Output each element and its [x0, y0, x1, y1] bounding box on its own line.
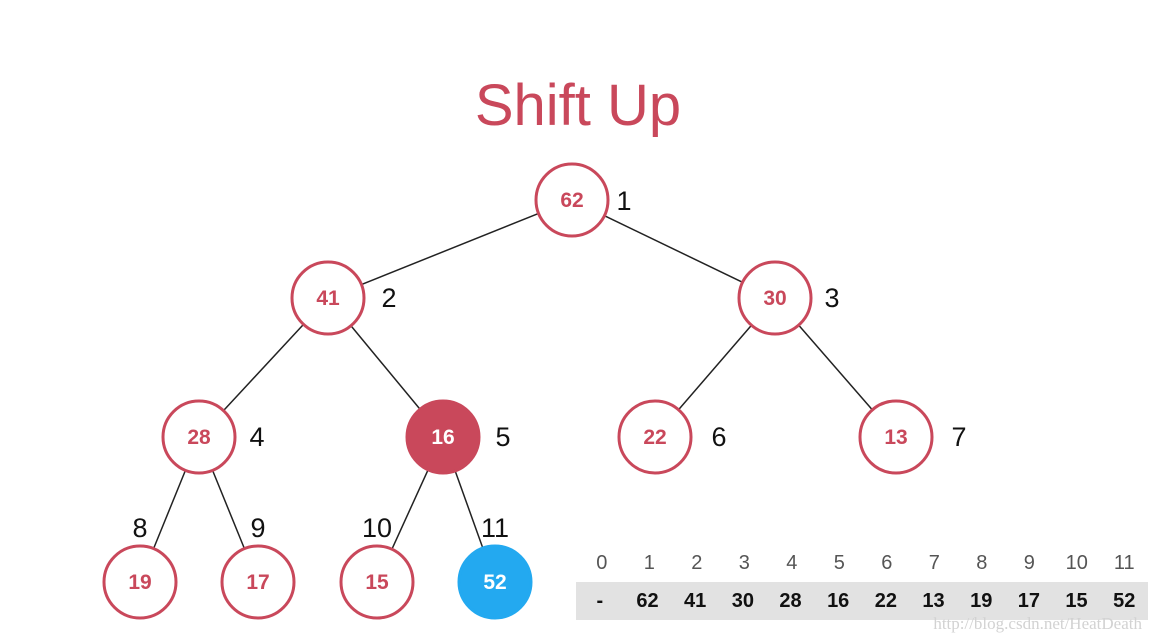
array-value: 15 — [1065, 589, 1088, 612]
array-index: 11 — [1113, 552, 1135, 574]
node-circle — [457, 544, 533, 620]
array-index: 0 — [596, 552, 608, 574]
watermark: http://blog.csdn.net/HeatDeath — [933, 614, 1142, 633]
tree-edge — [391, 469, 429, 550]
node-circle — [858, 399, 934, 475]
heap-node: 22 6 — [617, 399, 727, 475]
heap-node: 62 1 — [534, 162, 632, 238]
array-index: 10 — [1065, 552, 1088, 574]
array-index: 7 — [928, 552, 940, 574]
array-index: 8 — [976, 552, 988, 574]
tree-edge — [361, 212, 539, 286]
heap-node: 16 5 — [405, 399, 511, 475]
array-index: 2 — [691, 552, 703, 574]
node-index-label: 8 — [132, 513, 147, 543]
node-index-label: 9 — [250, 513, 265, 543]
node-circle — [617, 399, 693, 475]
array-index-row: 0 1 2 3 4 5 6 7 8 9 10 11 — [578, 552, 1148, 576]
array-value: 22 — [874, 589, 897, 612]
heap-node: 17 9 — [220, 513, 296, 620]
node-value: 30 — [763, 287, 786, 310]
node-circle — [339, 544, 415, 620]
array-value: 41 — [684, 589, 707, 612]
array-value-row: - 62 41 30 28 16 22 13 19 17 15 52 — [576, 582, 1148, 620]
node-value: 28 — [187, 426, 211, 449]
array-value: 13 — [922, 589, 945, 612]
tree-edge — [798, 324, 873, 411]
diagram-title: Shift Up — [474, 73, 682, 138]
heap-node: 13 7 — [858, 399, 967, 475]
node-index-label: 11 — [481, 513, 509, 543]
array-index: 3 — [738, 552, 750, 574]
node-index-label: 2 — [381, 283, 396, 313]
array-value: 52 — [1113, 589, 1136, 612]
heap-node: 52 11 — [457, 513, 533, 620]
tree-edge — [211, 470, 246, 549]
node-index-label: 7 — [951, 422, 966, 452]
heap-node: 41 2 — [290, 260, 397, 336]
node-circle — [737, 260, 813, 336]
node-circle — [290, 260, 366, 336]
node-value: 52 — [483, 571, 506, 594]
tree-edge — [677, 324, 753, 411]
node-value: 16 — [431, 426, 454, 449]
array-value: 19 — [970, 589, 993, 612]
tree-edge — [222, 323, 305, 412]
node-index-label: 5 — [495, 422, 510, 452]
node-value: 22 — [643, 426, 666, 449]
array-index: 6 — [881, 552, 893, 574]
node-index-label: 1 — [616, 186, 631, 216]
node-index-label: 3 — [824, 283, 839, 313]
array-index: 4 — [786, 552, 798, 574]
node-value: 17 — [246, 571, 269, 594]
node-circle — [405, 399, 481, 475]
node-circle — [220, 544, 296, 620]
tree-edge — [350, 325, 421, 410]
array-value: 28 — [779, 589, 802, 612]
array-value: - — [596, 589, 604, 612]
node-circle — [534, 162, 610, 238]
tree-edge — [454, 470, 484, 549]
tree-edge — [152, 470, 187, 549]
node-value: 13 — [884, 426, 907, 449]
array-value: 62 — [636, 589, 659, 612]
node-value: 41 — [316, 287, 340, 310]
array-value: 16 — [827, 589, 850, 612]
heap-node: 30 3 — [737, 260, 840, 336]
node-index-label: 6 — [711, 422, 726, 452]
array-index: 9 — [1023, 552, 1035, 574]
array-index: 1 — [643, 552, 655, 574]
heap-node: 28 4 — [161, 399, 265, 475]
node-value: 19 — [128, 571, 151, 594]
array-value: 30 — [731, 589, 754, 612]
tree-edge — [604, 214, 743, 284]
array-index: 5 — [833, 552, 845, 574]
heap-node: 19 8 — [102, 513, 178, 620]
array-value: 17 — [1017, 589, 1040, 612]
node-value: 15 — [365, 571, 389, 594]
node-circle — [161, 399, 237, 475]
node-circle — [102, 544, 178, 620]
node-index-label: 4 — [249, 422, 264, 452]
node-value: 62 — [560, 189, 583, 212]
node-index-label: 10 — [362, 513, 392, 543]
